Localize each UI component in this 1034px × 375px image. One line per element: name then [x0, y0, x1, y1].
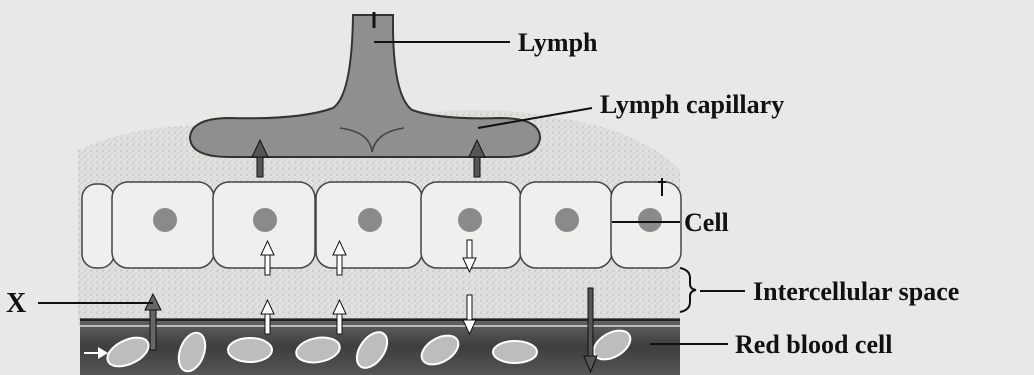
label-lymph-capillary: Lymph capillary [600, 90, 784, 119]
label-cell: Cell [684, 208, 729, 237]
nucleus [458, 208, 482, 232]
cell [82, 184, 114, 268]
red-blood-cell [228, 338, 272, 362]
lymph-capillary [190, 15, 540, 157]
cell-layer [80, 182, 681, 268]
label-x: X [6, 288, 26, 319]
label-intercellular-space: Intercellular space [753, 277, 959, 306]
nucleus [253, 208, 277, 232]
nucleus [358, 208, 382, 232]
intercellular-space-brace [680, 268, 696, 312]
nucleus [555, 208, 579, 232]
label-red-blood-cell: Red blood cell [735, 330, 892, 359]
red-blood-cell [493, 341, 537, 363]
label-lymph: Lymph [518, 28, 598, 57]
nucleus [638, 208, 662, 232]
nucleus [153, 208, 177, 232]
